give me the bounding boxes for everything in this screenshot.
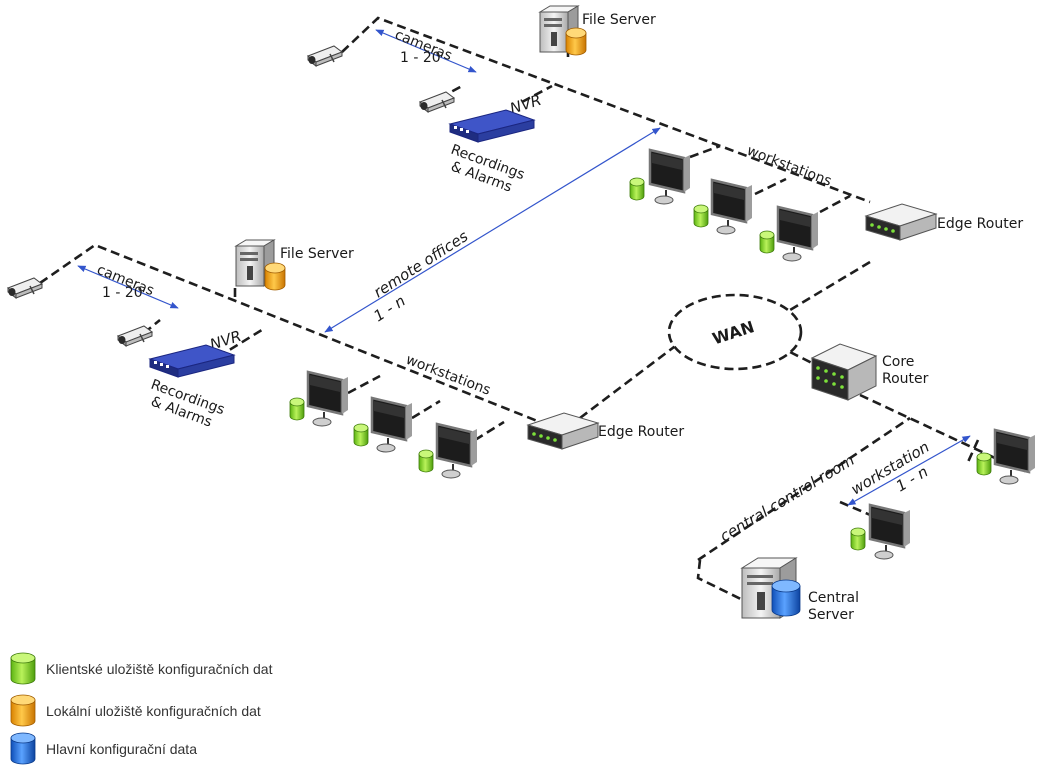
- edge-router-label: Edge Router: [598, 424, 684, 440]
- central-control-room: central control room workstation 1 - n C…: [717, 428, 1037, 623]
- blue-cylinder-icon: [10, 732, 36, 765]
- legend-local-text: Lokální uložiště konfiguračních dat: [46, 703, 261, 719]
- workstation-icon: [710, 178, 754, 236]
- range-arrows: [77, 29, 971, 506]
- router-icon: [865, 203, 937, 241]
- central-room-label: central control room: [717, 451, 858, 545]
- cloud-icon: [667, 293, 803, 371]
- central-server-label-2: Server: [808, 607, 854, 623]
- wan-cloud: WAN: [667, 293, 803, 371]
- cylinder-icon: [353, 423, 369, 447]
- cylinder-icon: [976, 452, 992, 476]
- legend-item-client: Klientské uložiště konfiguračních dat: [10, 652, 410, 686]
- core-router-label-1: Core: [882, 354, 914, 370]
- workstation-icon: [648, 148, 692, 206]
- file-server-label: File Server: [582, 12, 656, 28]
- central-server-label-1: Central: [808, 590, 859, 606]
- cylinder-icon: [289, 397, 305, 421]
- workstation-icon: [776, 205, 820, 263]
- green-cylinder-icon: [10, 652, 36, 685]
- camera-icon: [7, 277, 43, 299]
- orange-cylinder-icon: [10, 694, 36, 727]
- office-left: File Server cameras 1 - 20 NVR Recording…: [7, 239, 684, 480]
- camera-icon: [307, 45, 343, 67]
- workstation-icon: [370, 396, 414, 454]
- legend-item-main: Hlavní konfigurační data: [10, 732, 410, 766]
- router-icon: [527, 412, 599, 450]
- workstation-icon: [435, 422, 479, 480]
- cameras-range-label: 1 - 20: [400, 50, 441, 66]
- workstation-icon: [868, 503, 912, 561]
- cylinder-icon: [418, 449, 434, 473]
- cylinder-icon: [771, 579, 801, 617]
- cylinder-icon: [850, 527, 866, 551]
- camera-icon: [117, 325, 153, 347]
- workstations-label: workstations: [404, 352, 493, 399]
- workstation-icon: [993, 428, 1037, 486]
- cylinder-icon: [759, 230, 775, 254]
- office-top: File Server cameras 1 - 20 NVR Recording…: [307, 5, 1023, 263]
- camera-icon: [419, 91, 455, 113]
- file-server-label: File Server: [280, 246, 354, 262]
- workstation-icon: [306, 370, 350, 428]
- workstations-label: workstations: [745, 143, 834, 190]
- cameras-range-label: 1 - 20: [102, 285, 143, 301]
- cylinder-icon: [565, 27, 587, 56]
- legend-main-text: Hlavní konfigurační data: [46, 741, 197, 757]
- legend-item-local: Lokální uložiště konfiguračních dat: [10, 694, 410, 728]
- core-router-label-2: Router: [882, 371, 929, 387]
- edge-router-label: Edge Router: [937, 216, 1023, 232]
- core-router: Core Router: [810, 343, 929, 401]
- remote-offices-label: remote offices: [370, 227, 471, 301]
- cylinder-icon: [629, 177, 645, 201]
- cylinder-icon: [693, 204, 709, 228]
- cylinder-icon: [264, 262, 286, 291]
- legend-client-text: Klientské uložiště konfiguračních dat: [46, 661, 273, 677]
